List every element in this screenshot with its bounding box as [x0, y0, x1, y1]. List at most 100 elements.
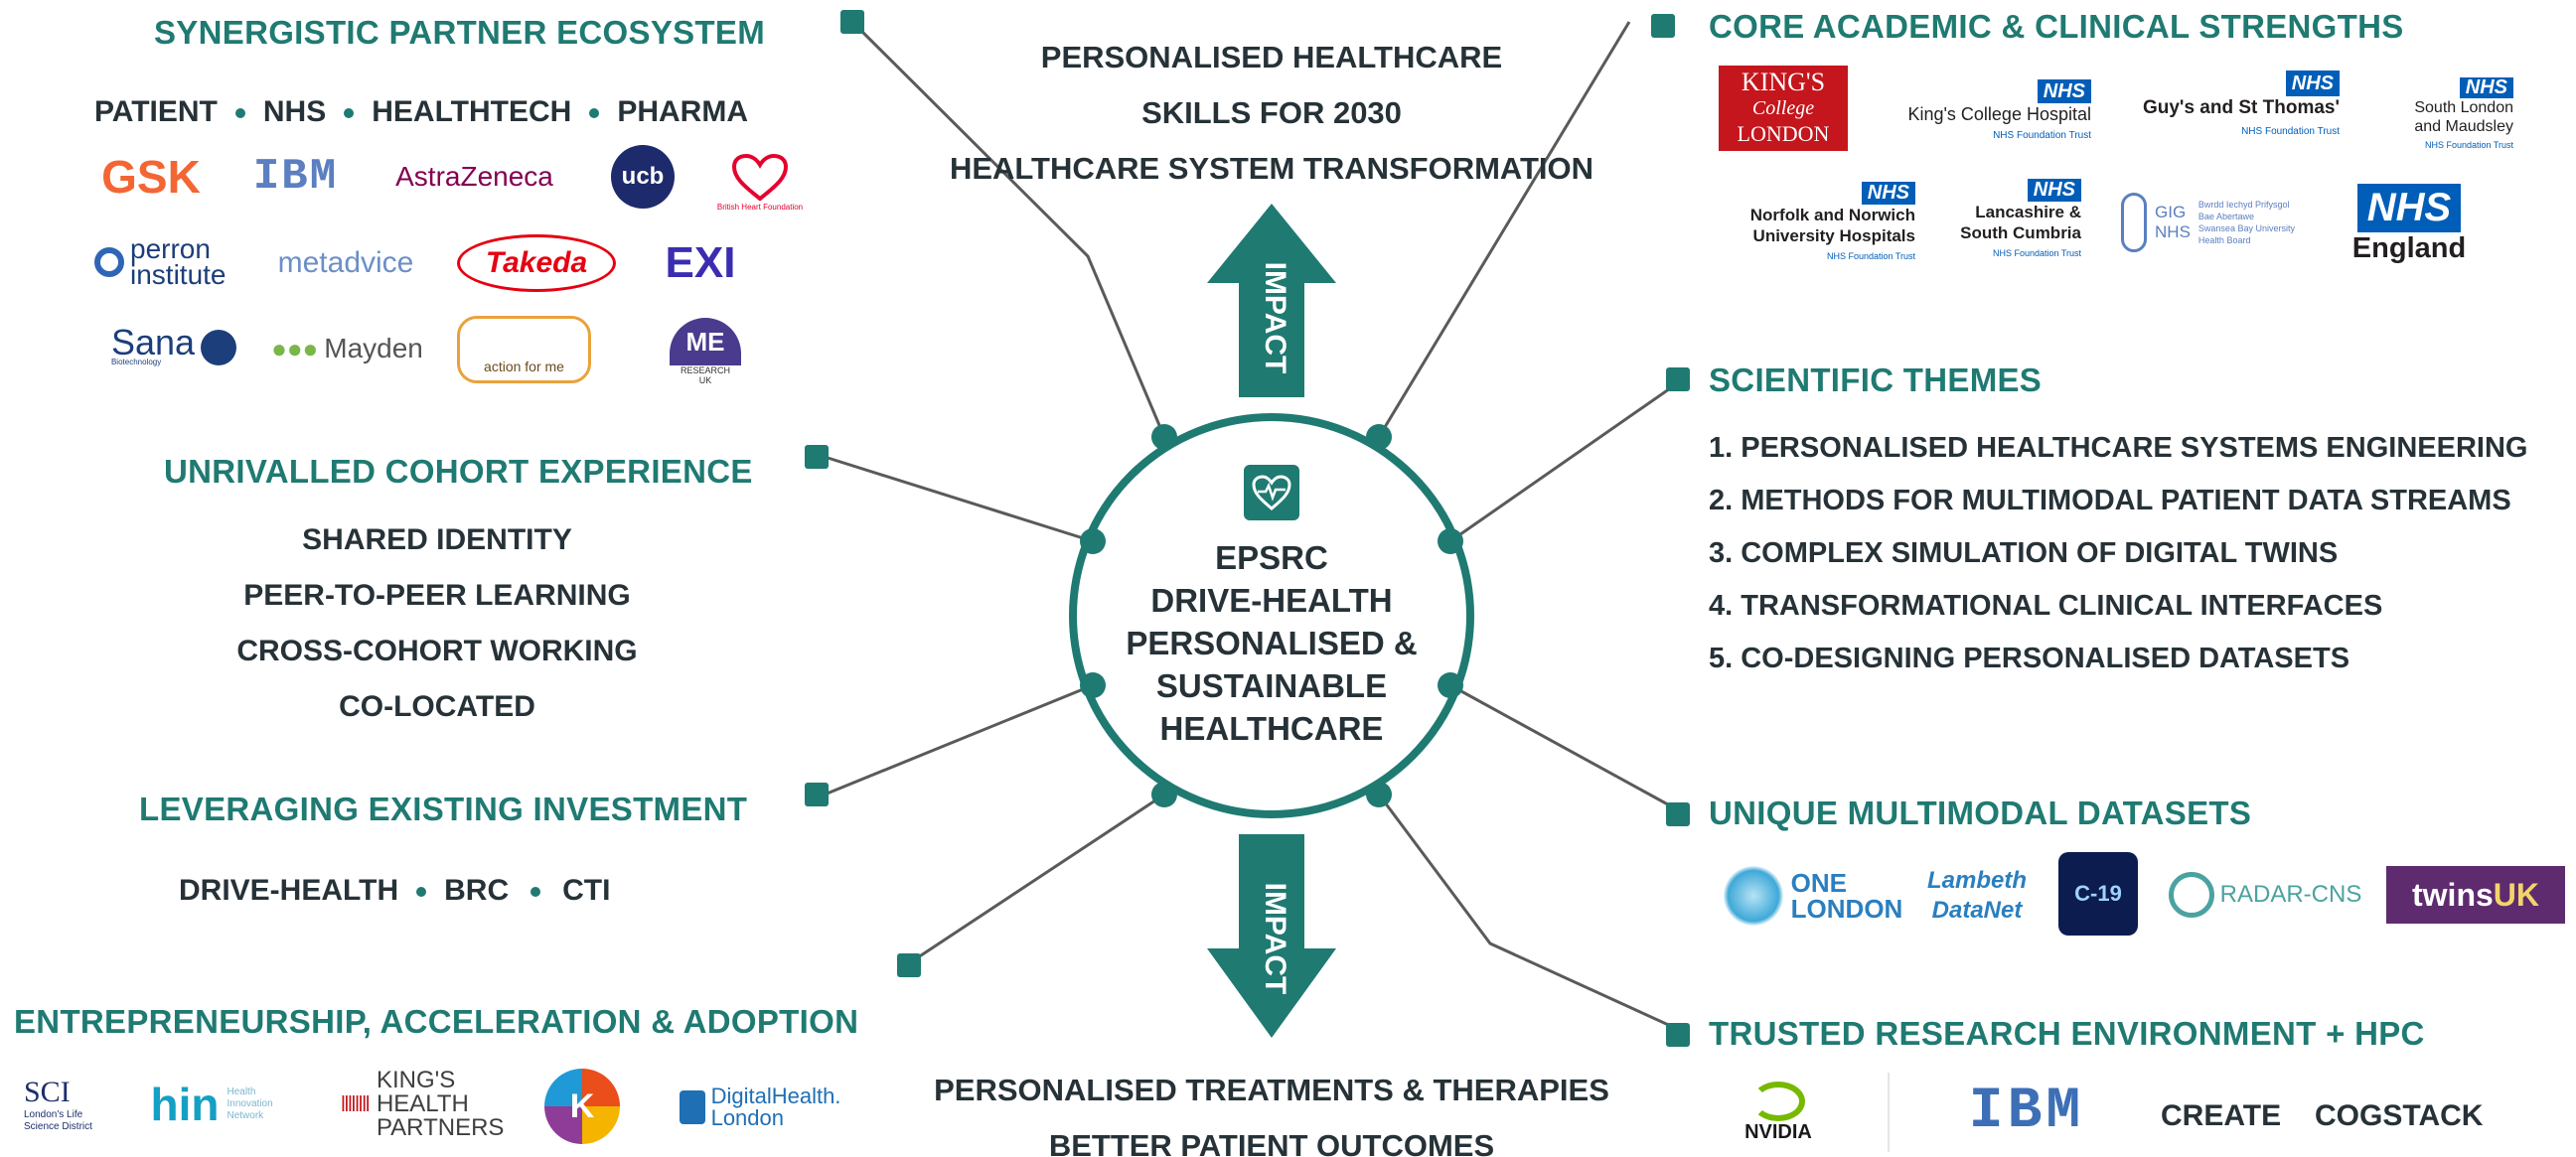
center-line: PERSONALISED & [1126, 625, 1418, 661]
kcl-logo: KING'S College LONDON [1719, 66, 1848, 151]
metadvice-logo: metadvice [277, 246, 414, 279]
sana-sub-label: Biotechnology [110, 358, 162, 366]
astrazeneca-logo: AstraZeneca [395, 161, 553, 192]
kcl-label: KING'S [1741, 68, 1826, 96]
me-label-3: UK [698, 375, 712, 385]
category-nhs: NHS [262, 95, 327, 128]
connector-endpoint [1651, 14, 1675, 38]
exi-logo: EXI [665, 238, 736, 287]
impact-bottom-item: PERSONALISED TREATMENTS & THERAPIES [934, 1073, 1609, 1107]
cohort-item: CROSS-COHORT WORKING [236, 635, 638, 667]
radar-cns-logo: RADAR-CNS [2166, 860, 2364, 930]
kcl-label-3: LONDON [1737, 121, 1830, 146]
k-logo: K [544, 1069, 620, 1144]
lsc-logo: NHS Lancashire & South Cumbria NHS Found… [1937, 175, 2081, 268]
kch-sub-label: NHS Foundation Trust [1993, 130, 2091, 141]
nnuh-logo: NHS Norfolk and Norwich University Hospi… [1707, 179, 1915, 270]
sbu-label: GIG [2155, 203, 2187, 221]
hin-sub-label: Health Innovation Network [227, 1086, 273, 1121]
dhl-label: DigitalHealth. [710, 1084, 841, 1108]
onelondon-label-2: LONDON [1790, 894, 1903, 924]
partner-categories: PATIENT NHS HEALTHTECH PHARMA [94, 95, 748, 129]
sana-label: Sana [110, 322, 196, 362]
tre-ibm-logo: IBM [1968, 1079, 2085, 1144]
sbu-text: Bwrdd Iechyd Prifysgol [2197, 200, 2290, 210]
nvidia-logo: NVIDIA [1714, 1073, 1843, 1152]
nhs-badge: NHS [2037, 79, 2091, 103]
twins-label: twins [2412, 876, 2494, 913]
me-label-2: RESEARCH [680, 365, 730, 375]
gsk-logo: GSK [101, 151, 201, 203]
connector-endpoint [805, 783, 829, 806]
khp-bars-icon: ‖‖‖‖ [340, 1091, 371, 1116]
themes-title: SCIENTIFIC THEMES [1709, 362, 2043, 398]
nnuh-label: Norfolk and Norwich [1749, 206, 1915, 224]
center-line: SUSTAINABLE [1155, 667, 1388, 704]
ring-node [1438, 672, 1463, 698]
investment-item: CTI [562, 874, 611, 907]
slam-logo: NHS South London and Maudsley NHS Founda… [2374, 72, 2513, 161]
impact-bottom-label: IMPACT [1259, 882, 1291, 995]
radar-circle-icon [2168, 872, 2214, 918]
lambeth-label-2: DataNet [1931, 897, 2023, 924]
connector-endpoint [805, 445, 829, 469]
sbu-text: Swansea Bay University [2197, 223, 2295, 233]
takeda-logo: Takeda [457, 234, 616, 292]
ring-node [1080, 672, 1106, 698]
mayden-dots-icon: ●●● [271, 333, 319, 363]
center-line: HEALTHCARE [1159, 710, 1384, 747]
ring-node [1151, 782, 1177, 807]
bullet-dot [530, 887, 541, 898]
gst-label: Guy's and St Thomas' [2142, 97, 2340, 118]
bhf-logo: British Heart Foundation [715, 141, 805, 222]
center-ring [1069, 413, 1474, 818]
nnuh-sub-label: NHS Foundation Trust [1826, 251, 1915, 261]
impact-up-arrow [1207, 204, 1336, 397]
ibm-logo: IBM [252, 152, 339, 202]
onelondon-label: ONE [1790, 868, 1847, 898]
gst-sub-label: NHS Foundation Trust [2241, 126, 2340, 137]
nhs-badge: NHS [2356, 184, 2462, 232]
lsc-sub-label: NHS Foundation Trust [1992, 248, 2081, 258]
center-line: DRIVE-HEALTH [1150, 582, 1393, 619]
ucb-logo: ucb [611, 145, 675, 209]
theme-item: 5. CO-DESIGNING PERSONALISED DATASETS [1709, 643, 2350, 674]
perron-swirl-icon [94, 247, 124, 277]
perron-label: perron [130, 233, 211, 264]
dhl-icon [679, 1090, 705, 1124]
hin-label: hin [150, 1079, 220, 1130]
themes-list: 1. PERSONALISED HEALTHCARE SYSTEMS ENGIN… [1709, 422, 2573, 685]
bullet-dot [234, 108, 245, 119]
digitalhealth-london-logo: DigitalHealth. London [661, 1083, 859, 1132]
cohort-list: SHARED IDENTITY PEER-TO-PEER LEARNING CR… [129, 512, 745, 735]
sana-logo: Sana Biotechnology [94, 316, 253, 379]
nvidia-eye-icon [1751, 1081, 1805, 1121]
bullet-dot [416, 887, 427, 898]
nnuh-label-2: University Hospitals [1752, 226, 1915, 245]
nvidia-label: NVIDIA [1744, 1120, 1812, 1143]
connector-endpoint [897, 953, 921, 977]
mayden-label: Mayden [324, 333, 423, 363]
perron-label-2: institute [130, 259, 227, 290]
slam-label: South London [2414, 99, 2513, 116]
connector-endpoint [1666, 1023, 1690, 1047]
perron-logo: perron institute [94, 230, 248, 294]
impact-top-item: SKILLS FOR 2030 [1141, 95, 1402, 130]
category-pharma: PHARMA [617, 95, 748, 128]
tre-cogstack: COGSTACK [2315, 1099, 2484, 1132]
twins-label-2: UK [2493, 876, 2539, 913]
theme-item: 4. TRANSFORMATIONAL CLINICAL INTERFACES [1709, 590, 2383, 622]
category-healthtech: HEALTHTECH [372, 95, 572, 128]
investment-title: LEVERAGING EXISTING INVESTMENT [139, 791, 748, 827]
theme-item: 3. COMPLEX SIMULATION OF DIGITAL TWINS [1709, 537, 2339, 569]
bhf-heart-icon [731, 153, 789, 202]
sci-label: SCI [24, 1076, 71, 1108]
sci-logo: SCI London's Life Science District [24, 1063, 113, 1146]
sci-sub-label: London's Life Science District [24, 1109, 92, 1132]
partner-title: SYNERGISTIC PARTNER ECOSYSTEM [154, 14, 765, 51]
category-patient: PATIENT [94, 95, 218, 128]
entrepreneurship-title: ENTREPRENEURSHIP, ACCELERATION & ADOPTIO… [14, 1003, 859, 1040]
academic-title: CORE ACADEMIC & CLINICAL STRENGTHS [1709, 8, 2404, 45]
